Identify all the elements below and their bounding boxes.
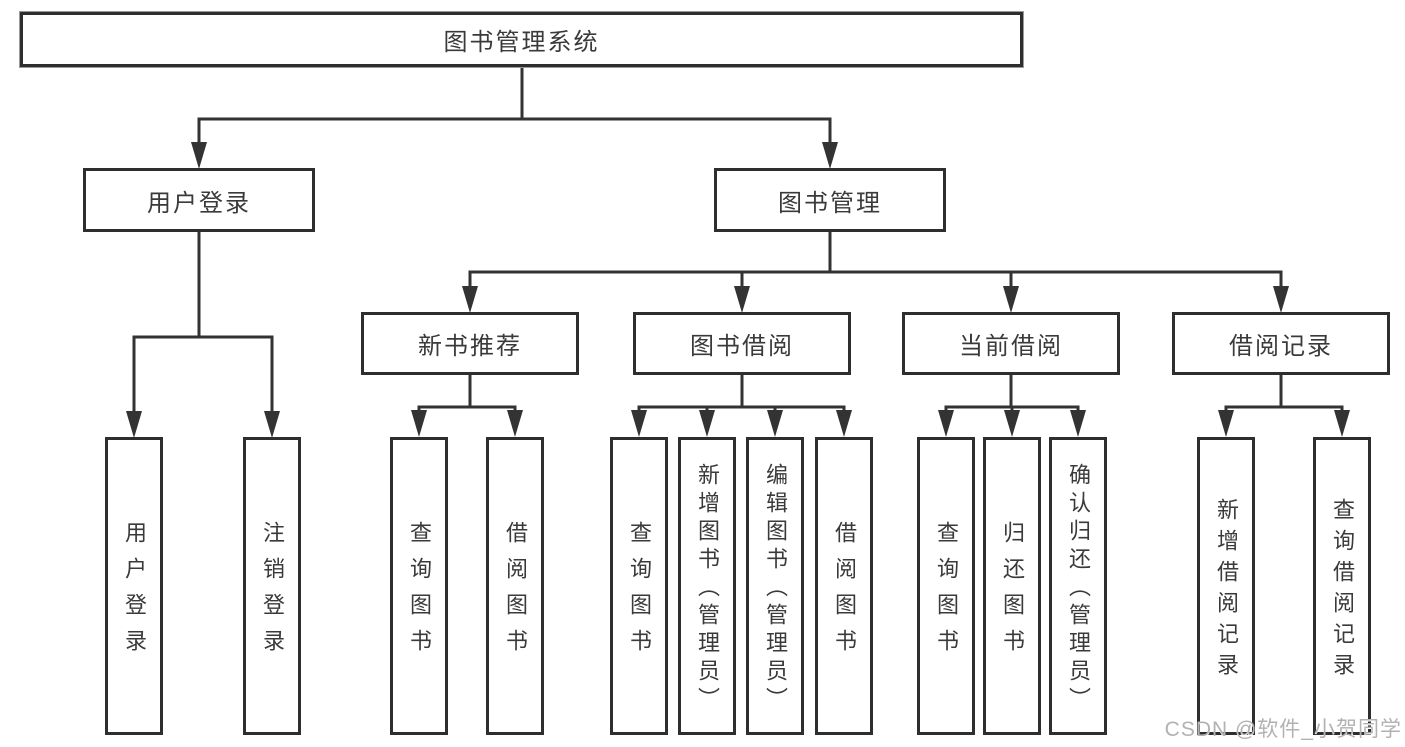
node-current-borrowing: 当前借阅	[902, 312, 1120, 375]
leaf-edit-books-admin: 编辑图书（管理员）	[746, 437, 804, 735]
node-label: 图书管理系统	[443, 29, 600, 56]
node-label: 新增借阅记录	[1214, 497, 1239, 684]
node-label: 注销登录	[260, 521, 285, 665]
leaf-query-books-current: 查询图书	[917, 437, 975, 735]
leaf-add-books-admin: 新增图书（管理员）	[678, 437, 736, 735]
node-label: 图书借阅	[690, 333, 794, 360]
node-label: 归还图书	[1000, 521, 1025, 665]
node-label: 编辑图书（管理员）	[763, 463, 788, 715]
leaf-user-login: 用户登录	[105, 437, 163, 735]
node-label: 查询图书	[407, 521, 432, 665]
node-label: 用户登录	[147, 189, 251, 217]
leaf-add-borrow-record: 新增借阅记录	[1197, 437, 1255, 735]
node-new-book-recommend: 新书推荐	[361, 312, 579, 375]
node-label: 查询借阅记录	[1330, 497, 1355, 684]
leaf-query-books-recommend: 查询图书	[390, 437, 448, 735]
node-label: 借阅图书	[503, 521, 528, 665]
node-label: 图书管理	[778, 189, 882, 217]
node-book-borrowing: 图书借阅	[633, 312, 851, 375]
node-label: 新书推荐	[418, 333, 522, 360]
node-library-management-system: 图书管理系统	[20, 12, 1023, 67]
leaf-logout: 注销登录	[243, 437, 301, 735]
node-label: 借阅记录	[1229, 333, 1333, 360]
node-label: 用户登录	[122, 521, 147, 665]
node-label: 确认归还（管理员）	[1066, 463, 1091, 715]
node-label: 查询图书	[627, 521, 652, 665]
csdn-watermark: CSDN @软件_小贺同学	[1164, 718, 1402, 741]
leaf-confirm-return-admin: 确认归还（管理员）	[1049, 437, 1107, 735]
arrowheads	[126, 142, 1350, 438]
leaf-query-books-borrowing: 查询图书	[610, 437, 668, 735]
node-label: 查询图书	[934, 521, 959, 665]
leaf-borrow-books: 借阅图书	[815, 437, 873, 735]
leaf-borrow-books-recommend: 借阅图书	[486, 437, 544, 735]
leaf-query-borrow-record: 查询借阅记录	[1313, 437, 1371, 735]
node-book-management: 图书管理	[714, 168, 946, 232]
node-borrowing-records: 借阅记录	[1172, 312, 1390, 375]
leaf-return-books: 归还图书	[983, 437, 1041, 735]
node-label: 新增图书（管理员）	[695, 463, 720, 715]
tree-edges	[132, 67, 1344, 414]
node-user-login: 用户登录	[83, 168, 315, 232]
node-label: 借阅图书	[832, 521, 857, 665]
node-label: 当前借阅	[959, 333, 1063, 360]
